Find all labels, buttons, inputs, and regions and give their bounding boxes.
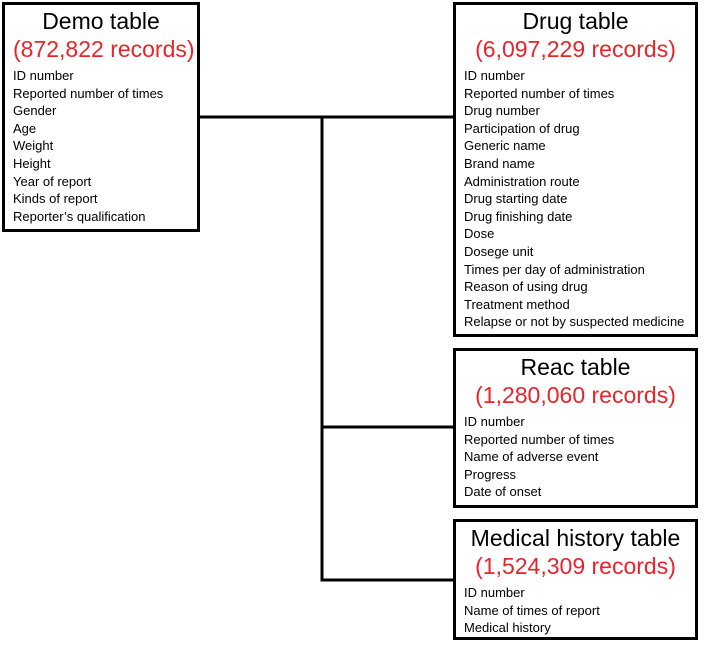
table-field: Weight [13, 138, 54, 154]
medical-history-table-title: Medical history table [470, 525, 681, 551]
table-field: Medical history [464, 620, 551, 636]
table-field: Name of times of report [464, 602, 600, 618]
table-field: Gender [13, 103, 57, 119]
table-field: Drug finishing date [464, 208, 573, 224]
table-field: ID number [13, 68, 74, 83]
medical-history-table-box: Medical history table (1,524,309 records… [453, 519, 698, 640]
table-field: Dosege unit [464, 243, 534, 259]
table-field: Year of report [13, 173, 92, 189]
table-field: Treatment method [464, 296, 570, 312]
table-field: Name of adverse event [464, 449, 599, 465]
table-field: Relapse or not by suspected medicine [464, 314, 685, 330]
drug-table-record-count: (6,097,229 records) [475, 36, 676, 62]
table-field: Reporter’s qualification [13, 208, 146, 224]
table-field: Reason of using drug [464, 279, 588, 295]
table-field: Reported number of times [464, 85, 615, 101]
table-field: Age [13, 120, 37, 136]
drug-table-box: Drug table (6,097,229 records) ID number… [453, 2, 698, 337]
table-field: Generic name [464, 138, 546, 154]
demo-table-record-count: (872,822 records) [13, 36, 195, 62]
table-field: Brand name [464, 155, 535, 171]
table-field: Date of onset [464, 484, 542, 500]
table-field: ID number [464, 414, 525, 429]
table-field: Drug number [464, 103, 540, 119]
table-field: Times per day of administration [464, 261, 645, 277]
table-field: Progress [464, 466, 517, 482]
reac-table-title: Reac table [520, 354, 631, 380]
reac-table-record-count: (1,280,060 records) [475, 382, 676, 408]
drug-table-title: Drug table [522, 8, 629, 34]
table-field: Height [13, 155, 51, 171]
reac-table-box: Reac table (1,280,060 records) ID number… [453, 348, 698, 508]
medical-history-table-record-count: (1,524,309 records) [475, 553, 676, 579]
table-field: Participation of drug [464, 120, 580, 136]
table-field: ID number [464, 68, 525, 83]
table-field: Dose [464, 226, 495, 242]
table-field: Reported number of times [13, 85, 164, 101]
table-field: Administration route [464, 173, 580, 189]
table-field: Reported number of times [464, 431, 615, 447]
table-field: Kinds of report [13, 191, 98, 207]
demo-table-title: Demo table [42, 8, 160, 34]
table-field: Drug starting date [464, 191, 568, 207]
table-field: ID number [464, 585, 525, 600]
